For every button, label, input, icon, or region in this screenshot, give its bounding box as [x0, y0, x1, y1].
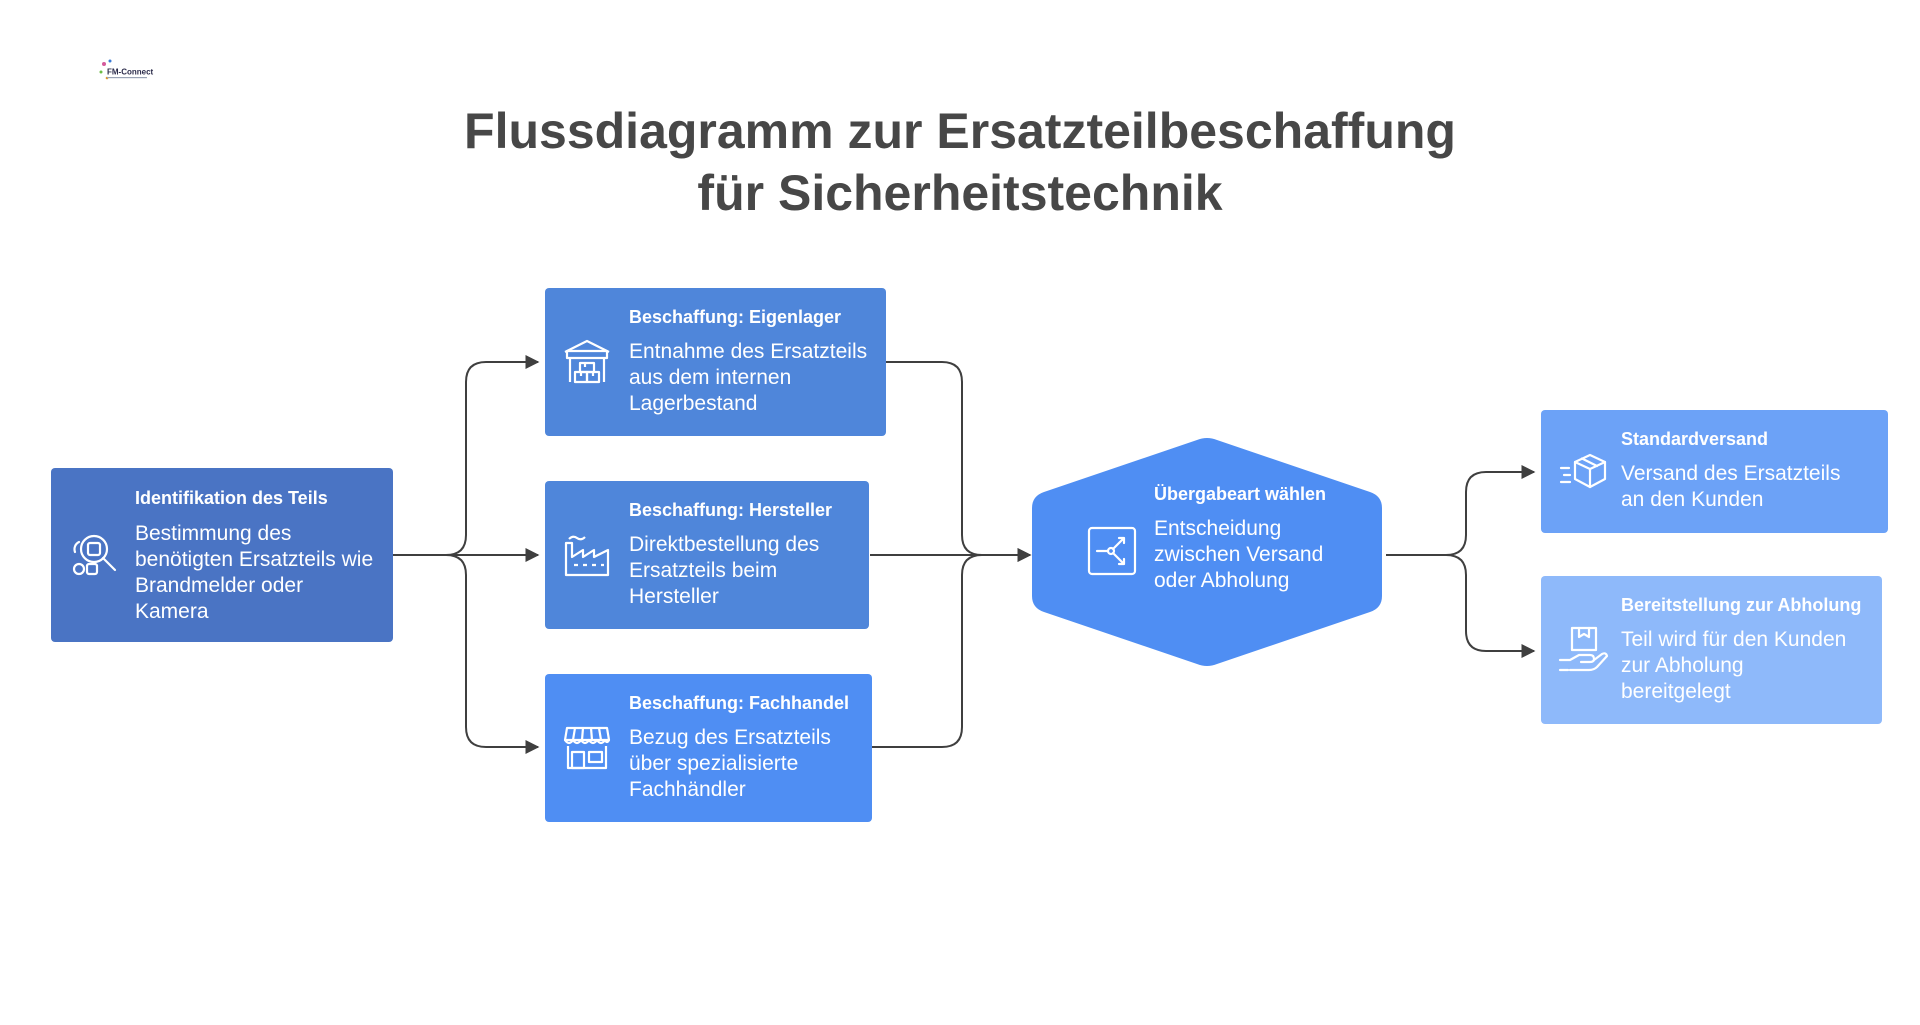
shipping-box-icon [1557, 446, 1609, 498]
node-shipping: Standardversand Versand des Ersatzteils … [1541, 410, 1888, 533]
store-icon [561, 722, 613, 774]
warehouse-icon [561, 336, 613, 388]
split-arrows-icon [1086, 525, 1138, 577]
title-line-2: für Sicherheitstechnik [697, 165, 1223, 221]
node-manufacturer-title: Beschaffung: Hersteller [629, 500, 833, 520]
node-own-stock-desc: Entnahme des Ersatzteils aus dem interne… [629, 340, 868, 415]
company-logo: FM-Connect [98, 58, 160, 84]
node-decision-desc: Entscheidung zwischen Versand oder Abhol… [1154, 517, 1324, 592]
svg-text:FM-Connect: FM-Connect [107, 68, 154, 77]
node-manufacturer: Beschaffung: Hersteller Direktbestellung… [545, 481, 869, 629]
connector-dealer-to-decision [872, 554, 983, 748]
connector-identify-to-stock [392, 355, 540, 556]
node-own-stock: Beschaffung: Eigenlager Entnahme des Ers… [545, 288, 886, 436]
node-dealer-title: Beschaffung: Fachhandel [629, 693, 850, 713]
connector-decision-to-shipping [1386, 465, 1536, 556]
node-own-stock-title: Beschaffung: Eigenlager [629, 307, 842, 327]
node-pickup: Bereitstellung zur Abholung Teil wird fü… [1541, 576, 1882, 724]
connector-stock-to-decision [886, 361, 1032, 562]
node-identification-title: Identifikation des Teils [135, 488, 328, 508]
decision-hexagon-shape [1032, 438, 1382, 666]
search-parts-icon [69, 528, 121, 580]
node-decision-title: Übergabeart wählen [1154, 484, 1327, 504]
factory-icon [561, 529, 613, 581]
title-line-1: Flussdiagramm zur Ersatzteilbeschaffung [464, 103, 1456, 159]
node-manufacturer-desc: Direktbestellung des Ersatzteils beim He… [629, 533, 820, 608]
node-shipping-title: Standardversand [1621, 429, 1769, 449]
node-shipping-desc: Versand des Ersatzteils an den Kunden [1621, 462, 1841, 511]
hand-box-icon [1557, 624, 1609, 676]
node-identification-desc: Bestimmung des benötigten Ersatzteils wi… [135, 522, 374, 623]
node-decision: Übergabeart wählen Entscheidung zwischen… [1032, 436, 1382, 668]
connector-decision-to-pickup [1386, 554, 1536, 658]
connector-identify-to-dealer [392, 554, 540, 754]
node-dealer: Beschaffung: Fachhandel Bezug des Ersatz… [545, 674, 872, 822]
node-identification: Identifikation des Teils Bestimmung des … [51, 468, 393, 642]
node-pickup-desc: Teil wird für den Kunden zur Abholung be… [1621, 628, 1847, 703]
page-title: Flussdiagramm zur Ersatzteilbeschaffung … [0, 100, 1920, 224]
node-dealer-desc: Bezug des Ersatzteils über spezialisiert… [629, 726, 831, 801]
node-pickup-title: Bereitstellung zur Abholung [1621, 595, 1862, 615]
